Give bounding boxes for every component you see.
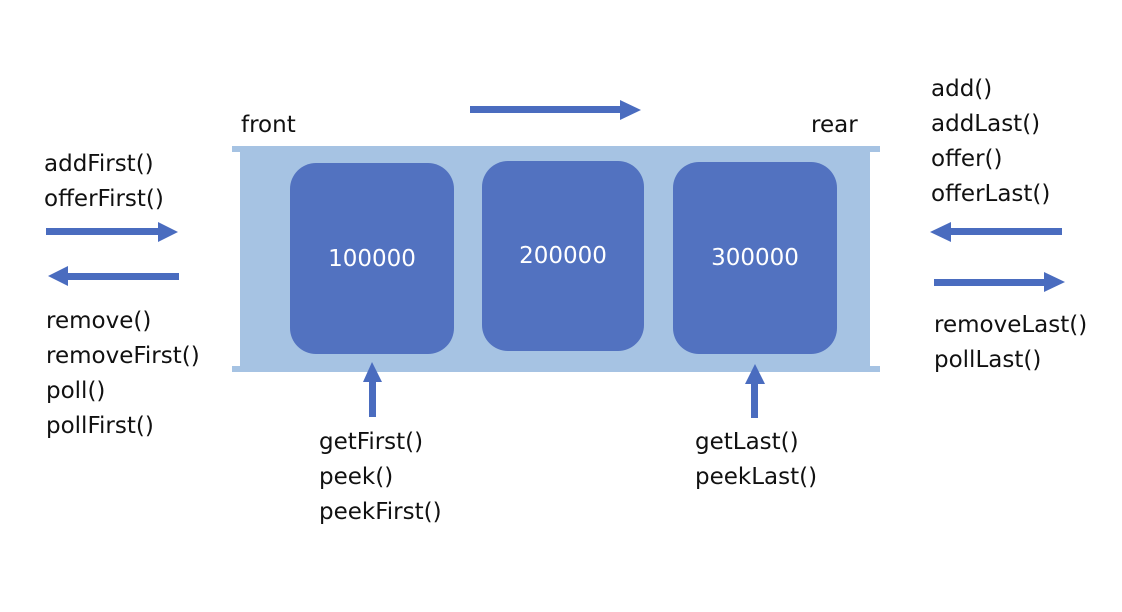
queue-node-2-value: 200000 xyxy=(519,243,607,269)
method-label: pollLast() xyxy=(934,347,1042,373)
method-label: offer() xyxy=(931,146,1003,172)
left-insert-arrow xyxy=(46,222,178,242)
method-label: peek() xyxy=(319,464,394,490)
method-label: peekFirst() xyxy=(319,499,442,525)
method-label: getFirst() xyxy=(319,429,424,455)
queue-top-rail xyxy=(232,146,880,152)
right-remove-methods: removeLast() pollLast() xyxy=(934,308,1087,378)
method-label: add() xyxy=(931,76,993,102)
rear-peek-methods: getLast() peekLast() xyxy=(695,425,817,495)
rear-peek-arrow xyxy=(745,364,765,418)
queue-node-1-value: 100000 xyxy=(328,245,416,272)
queue-bottom-rail xyxy=(232,366,880,372)
left-insert-methods: addFirst() offerFirst() xyxy=(44,147,164,217)
method-label: peekLast() xyxy=(695,464,818,490)
method-label: addFirst() xyxy=(44,151,154,177)
method-label: removeLast() xyxy=(934,312,1088,338)
method-label: remove() xyxy=(46,308,152,334)
queue-node-1: 100000 xyxy=(290,163,454,354)
method-label: addLast() xyxy=(931,111,1041,137)
rear-label: rear xyxy=(811,112,858,138)
left-remove-arrow xyxy=(48,266,179,286)
right-remove-arrow xyxy=(934,272,1065,292)
front-peek-methods: getFirst() peek() peekFirst() xyxy=(319,425,442,530)
method-label: removeFirst() xyxy=(46,343,200,369)
method-label: offerLast() xyxy=(931,181,1051,207)
right-insert-methods: add() addLast() offer() offerLast() xyxy=(931,72,1050,212)
method-label: offerFirst() xyxy=(44,186,164,212)
method-label: pollFirst() xyxy=(46,413,154,439)
flow-direction-arrow xyxy=(470,100,641,120)
front-label: front xyxy=(241,112,296,138)
queue-node-3: 300000 xyxy=(673,162,837,354)
left-remove-methods: remove() removeFirst() poll() pollFirst(… xyxy=(46,304,200,444)
right-insert-arrow xyxy=(930,222,1062,242)
queue-node-2: 200000 xyxy=(482,161,644,351)
front-peek-arrow xyxy=(363,362,382,417)
queue-node-3-value: 300000 xyxy=(711,245,799,271)
method-label: poll() xyxy=(46,378,106,404)
method-label: getLast() xyxy=(695,429,799,455)
